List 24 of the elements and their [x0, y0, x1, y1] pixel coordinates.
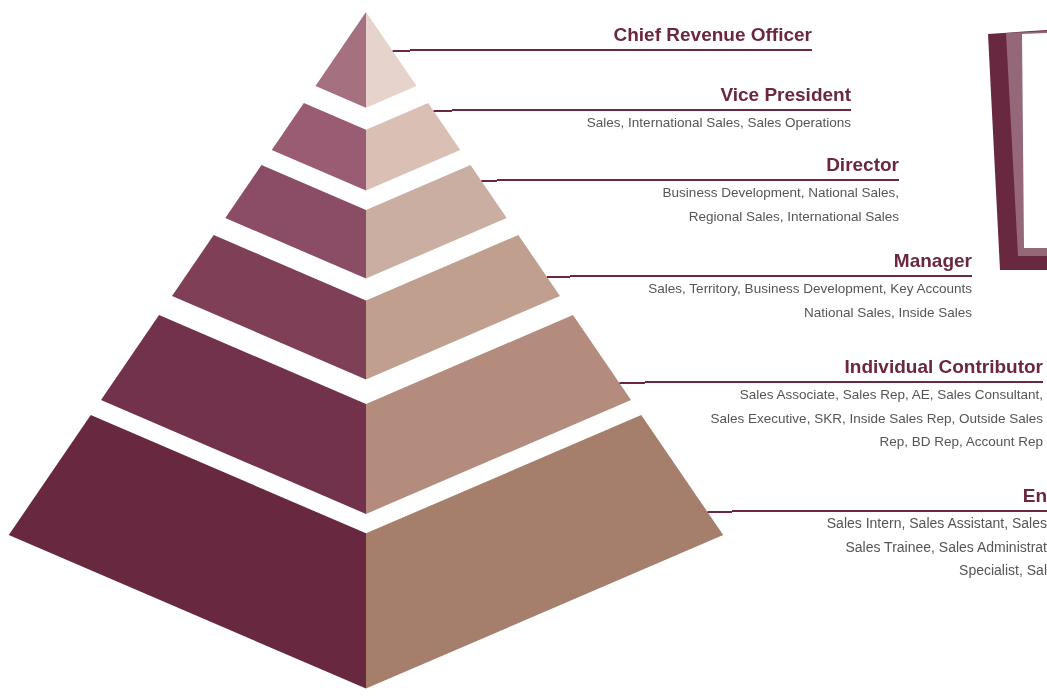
- level-title: Vice President: [720, 83, 851, 107]
- leader-line: [480, 180, 498, 182]
- level-title: En: [1022, 484, 1047, 508]
- role-list: Sales, Territory, Business Development, Key Accounts National Sales, Inside Sales: [602, 277, 972, 324]
- role-list: Sales, International Sales, Sales Operations: [521, 111, 851, 135]
- leader-line: [546, 276, 571, 278]
- leader-line: [391, 50, 411, 52]
- level-title: Individual Contributor: [844, 355, 1043, 379]
- role-list: Business Development, National Sales, Regional Sales, International Sales: [609, 181, 899, 228]
- role-list: Sales Trainee, Sales Administrat: [732, 535, 1047, 559]
- role-list: Sales Intern, Sales Assistant, Sales: [732, 512, 1047, 536]
- pyramid-tier: [172, 235, 560, 380]
- level-title: Chief Revenue Officer: [613, 23, 812, 47]
- pyramid-tier: [225, 165, 507, 279]
- leader-line: [432, 110, 453, 112]
- leader-line: [706, 511, 733, 513]
- leader-line: [618, 382, 646, 384]
- pyramid-tier: [315, 12, 417, 108]
- pyramid-tier: [271, 103, 461, 191]
- pyramid-tier: [101, 315, 631, 514]
- level-title: Manager: [893, 249, 972, 273]
- role-list: Sales Associate, Sales Rep, AE, Sales Consultant, Sales Executive, SKR, Inside Sales Rep, Outside Sales Rep, BD Rep, Account Rep: [703, 383, 1043, 454]
- role-list: Specialist, Sal: [732, 559, 1047, 583]
- level-title: Director: [826, 153, 899, 177]
